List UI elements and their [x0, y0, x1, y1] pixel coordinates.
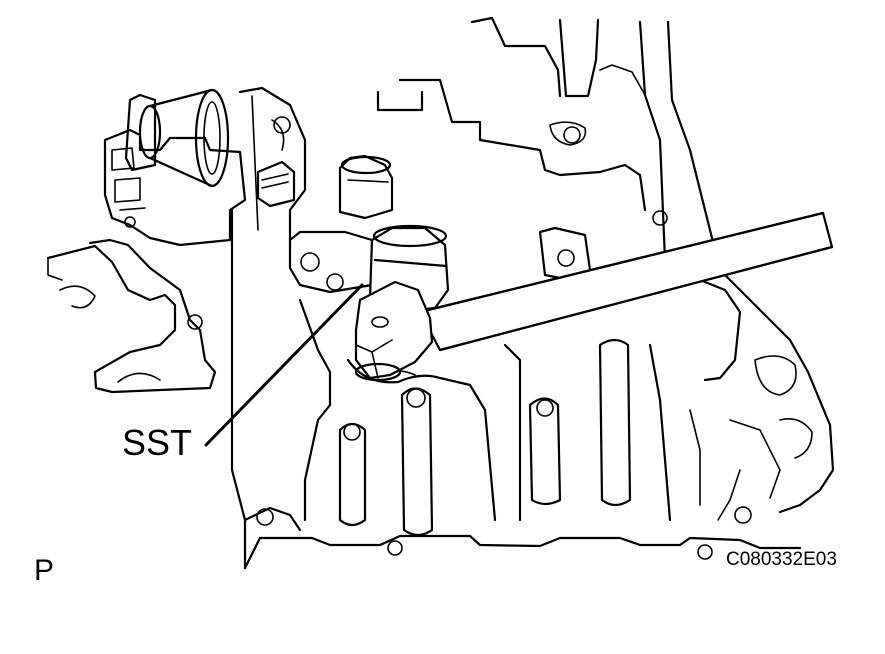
wrench-handle	[418, 211, 834, 352]
left-mount-bracket	[46, 238, 217, 394]
view-label: P	[34, 554, 54, 587]
shift-lever-assembly	[103, 88, 247, 247]
transmission-case	[230, 16, 835, 570]
upper-bolt	[256, 160, 296, 208]
sst-socket-tool	[354, 224, 450, 382]
figure-code: C080332E03	[726, 549, 837, 570]
sst-leader-line	[204, 283, 364, 447]
sst-label: SST	[122, 422, 192, 463]
